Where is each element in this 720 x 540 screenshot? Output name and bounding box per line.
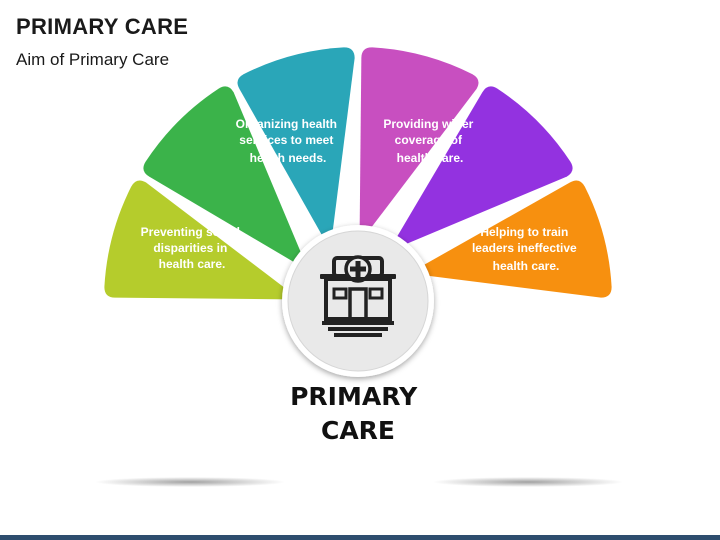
segment-1[interactable] [143,86,309,271]
right-floor-shadow [433,477,623,487]
left-floor-shadow [95,477,285,487]
segment-5-text: Increasing the level of participants who… [455,333,584,381]
segment-3-text: Providing wider coverage of health care. [383,117,476,165]
segment-0-text: Help to make health care a part of publi… [131,333,260,379]
segment-3[interactable] [359,47,479,244]
hospital-icon [320,255,396,337]
page-title: PRIMARY CARE [16,14,189,39]
segment-0[interactable] [104,180,301,300]
page-subtitle: Aim of Primary Care [16,50,170,69]
center-label: PRIMARY CARE [290,382,426,445]
segment-2-text: Organizing health services to meet healt… [236,117,341,165]
bottom-bar [0,535,720,540]
segment-1-text: Preventing social disparities in health … [141,225,244,271]
segment-2[interactable] [237,47,355,251]
segment-4[interactable] [388,86,573,252]
center-circle [287,230,429,372]
segments-group [104,47,612,300]
segment-4-text: Helping to train leaders ineffective hea… [472,225,580,273]
segment-5[interactable] [408,180,612,298]
